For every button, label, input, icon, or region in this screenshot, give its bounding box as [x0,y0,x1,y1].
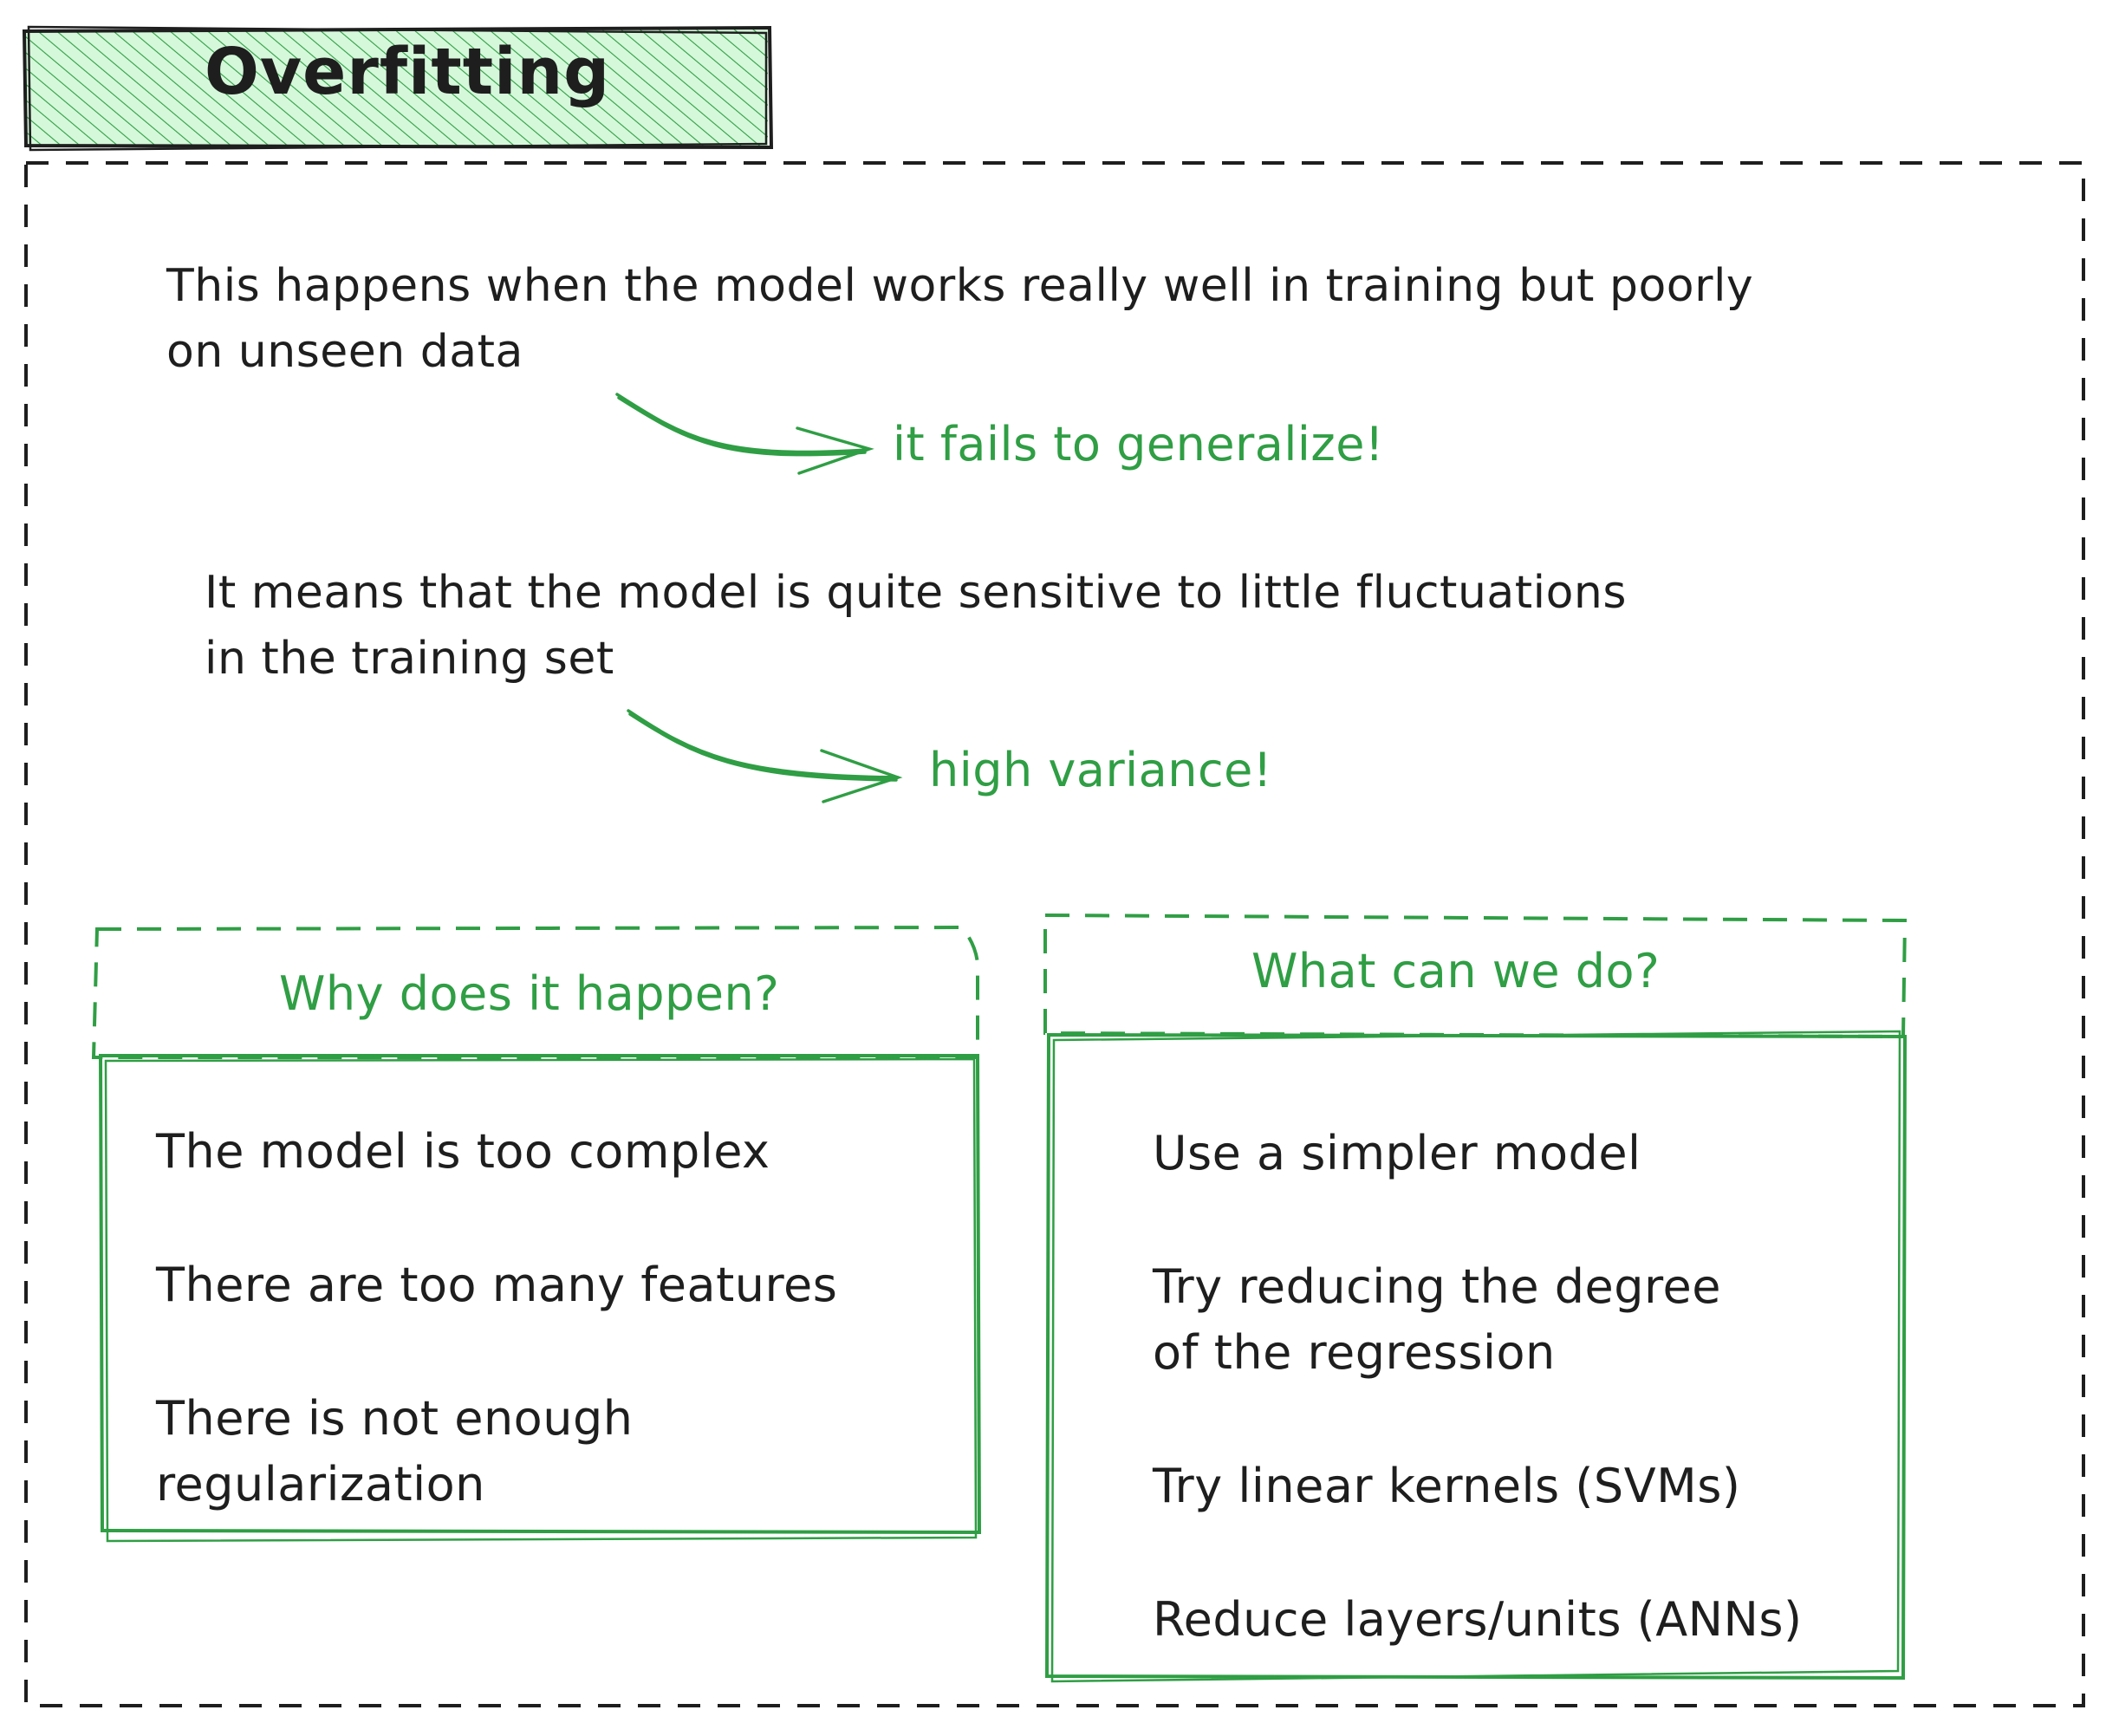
what-item-degree-1: Try reducing the degree [1153,1259,1721,1314]
what-content-box [1044,1030,1908,1683]
page-title: Overfitting [205,35,611,109]
why-heading: Why does it happen? [279,966,780,1021]
title-box [22,25,774,152]
what-item-degree-2: of the regression [1153,1325,1556,1380]
why-heading-box [91,925,979,1059]
why-content-box [98,1054,982,1543]
what-item-simpler: Use a simpler model [1153,1126,1641,1180]
generalize-callout: it fails to generalize! [893,417,1385,471]
arrow-generalize [615,393,874,475]
outer-frame [24,161,2085,1707]
what-item-kernels: Try linear kernels (SVMs) [1153,1459,1741,1513]
why-item-complex: The model is too complex [156,1124,770,1179]
why-item-regularization-2: regularization [156,1457,485,1512]
why-item-regularization-1: There is not enough [156,1391,634,1446]
arrow-variance [627,709,903,803]
intro-line-1: This happens when the model works really… [166,260,1754,312]
intro-line-2: on unseen data [166,326,523,378]
sensitivity-line-2: in the training set [205,633,614,685]
what-item-layers: Reduce layers/units (ANNs) [1153,1592,1803,1647]
variance-callout: high variance! [929,743,1273,797]
sensitivity-line-1: It means that the model is quite sensiti… [205,567,1627,619]
why-item-features: There are too many features [156,1258,838,1312]
what-heading: What can we do? [1251,944,1661,998]
